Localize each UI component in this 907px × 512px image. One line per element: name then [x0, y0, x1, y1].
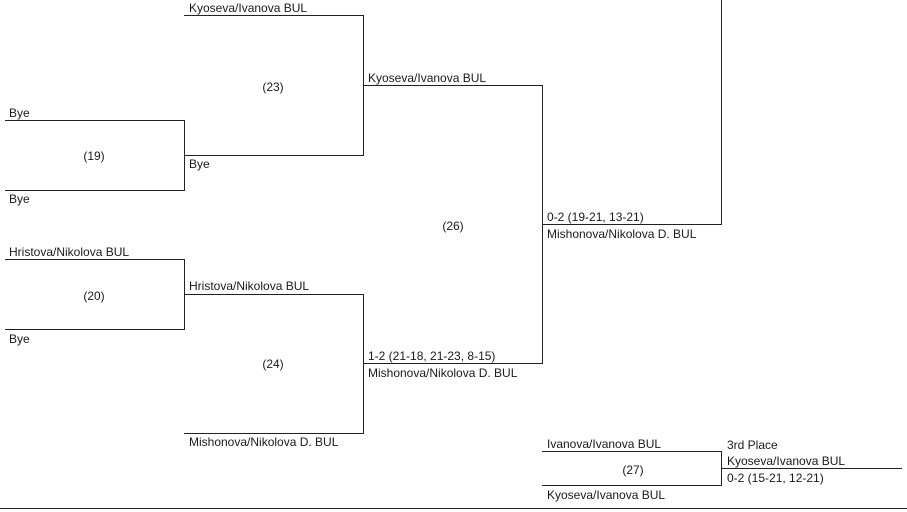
third-place-winner: Kyoseva/Ivanova BUL	[727, 454, 846, 468]
match-26-bottom-score: 1-2 (21-18, 21-23, 8-15)	[368, 349, 496, 363]
match-19-team-top: Bye	[9, 106, 30, 120]
match-19-number: (19)	[83, 149, 105, 163]
match-20-number: (20)	[83, 289, 105, 303]
final-score: 0-2 (19-21, 13-21)	[547, 210, 644, 224]
match-23-number: (23)	[262, 80, 284, 94]
final-winner: Mishonova/Nikolova D. BUL	[547, 227, 697, 241]
match-24-number: (24)	[262, 357, 284, 371]
match-20-team-bottom: Bye	[9, 332, 30, 346]
match-23-team-top: Kyoseva/Ivanova BUL	[189, 1, 308, 15]
match-27-team-bottom: Kyoseva/Ivanova BUL	[547, 488, 666, 502]
match-26-team-bottom: Mishonova/Nikolova D. BUL	[368, 366, 518, 380]
match-20-team-top: Hristova/Nikolova BUL	[9, 245, 130, 259]
match-26-team-top: Kyoseva/Ivanova BUL	[368, 71, 487, 85]
match-27-number: (27)	[622, 463, 644, 477]
match-23-team-bottom: Bye	[189, 157, 210, 171]
match-24-team-top: Hristova/Nikolova BUL	[189, 279, 310, 293]
final-connector	[542, 0, 722, 225]
match-19-team-bottom: Bye	[9, 192, 30, 206]
match-27-team-top: Ivanova/Ivanova BUL	[547, 437, 662, 451]
match-24-team-bottom: Mishonova/Nikolova D. BUL	[189, 435, 339, 449]
match-26-number: (26)	[442, 219, 464, 233]
third-place-score: 0-2 (15-21, 12-21)	[727, 471, 824, 485]
third-place-title: 3rd Place	[727, 438, 778, 452]
